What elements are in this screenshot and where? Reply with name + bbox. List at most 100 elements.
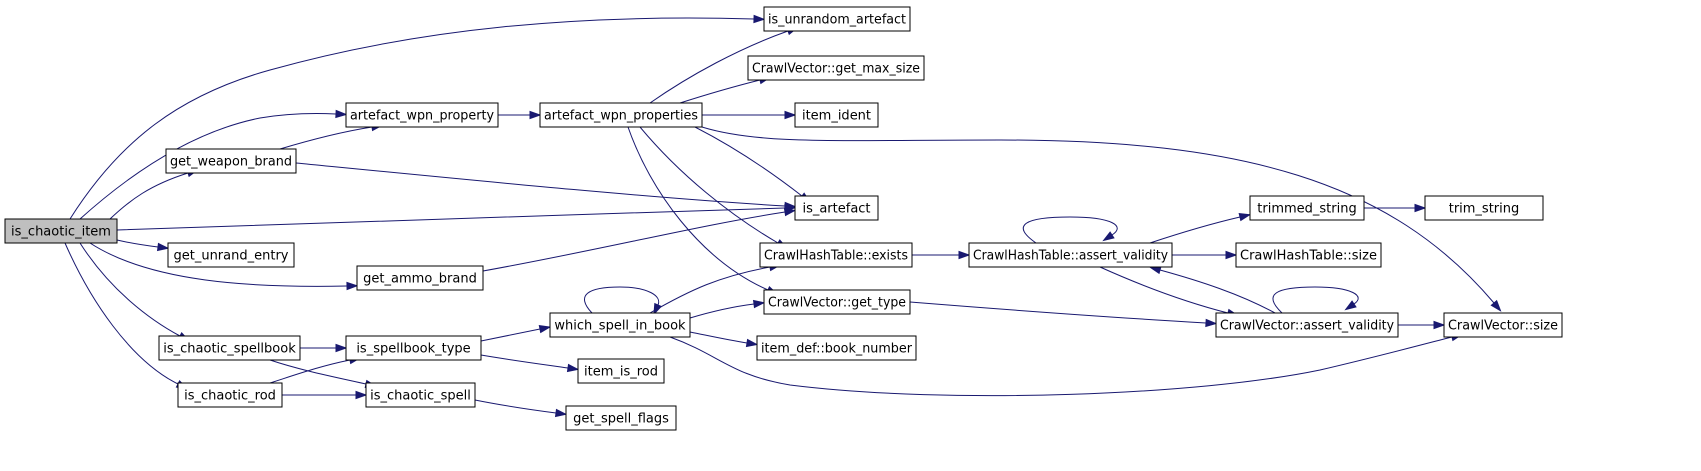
function-node-crawlhashtable-size[interactable]: CrawlHashTable::size <box>1235 242 1382 268</box>
function-node-trimmed-string[interactable]: trimmed_string <box>1249 195 1365 221</box>
node-box <box>577 358 665 384</box>
function-node-is-spellbook-type[interactable]: is_spellbook_type <box>345 335 482 361</box>
function-node-is-chaotic-rod[interactable]: is_chaotic_rod <box>177 382 283 408</box>
call-edge <box>1148 266 1276 314</box>
edge-line <box>279 126 373 150</box>
call-edge <box>89 242 359 291</box>
node-label: trim_string <box>1449 202 1520 217</box>
node-label: item_is_rod <box>584 365 658 380</box>
function-node-get-ammo-brand[interactable]: get_ammo_brand <box>356 265 484 291</box>
call-edge <box>1022 216 1118 244</box>
call-edge <box>1149 213 1252 244</box>
edge-line <box>669 336 1453 397</box>
node-box <box>1249 195 1365 221</box>
edge-arrowhead <box>335 109 348 119</box>
function-node-artefact-wpn-property[interactable]: artefact_wpn_property <box>345 102 499 128</box>
edge-arrowhead <box>1205 318 1218 328</box>
function-node-artefact-wpn-properties[interactable]: artefact_wpn_properties <box>539 102 703 128</box>
call-edge <box>649 262 782 314</box>
function-node-item-ident[interactable]: item_ident <box>794 102 879 128</box>
edge-line <box>269 359 367 385</box>
edge-arrowhead <box>554 408 568 418</box>
function-node-is-unrandom-artefact[interactable]: is_unrandom_artefact <box>763 6 911 32</box>
edge-arrowhead <box>783 207 797 217</box>
edge-arrowhead <box>529 110 542 120</box>
edge-line <box>480 354 569 369</box>
edge-line <box>649 30 789 104</box>
call-edge <box>497 110 542 120</box>
call-edge <box>639 126 788 249</box>
edge-arrowhead <box>1102 231 1115 242</box>
node-label: trimmed_string <box>1257 202 1356 217</box>
edge-line <box>1159 269 1276 314</box>
function-node-item-is-rod[interactable]: item_is_rod <box>577 358 665 384</box>
node-box <box>356 265 484 291</box>
function-node-get-spell-flags[interactable]: get_spell_flags <box>565 405 677 431</box>
edge-line <box>627 126 769 291</box>
function-node-crawlhashtable-assert-validity[interactable]: CrawlHashTable::assert_validity <box>968 242 1173 268</box>
node-box <box>763 6 911 32</box>
node-label: is_chaotic_rod <box>184 389 276 404</box>
node-label: is_unrandom_artefact <box>768 13 906 28</box>
node-box <box>4 218 118 244</box>
call-edge <box>912 250 971 260</box>
function-node-is-chaotic-spell[interactable]: is_chaotic_spell <box>365 382 476 408</box>
function-node-item-def-book-number[interactable]: item_def::book_number <box>756 335 917 361</box>
edge-arrowhead <box>538 324 552 334</box>
node-box <box>165 148 297 174</box>
function-node-is-chaotic-spellbook[interactable]: is_chaotic_spellbook <box>158 335 301 361</box>
function-node-crawlhashtable-exists[interactable]: CrawlHashTable::exists <box>759 242 913 268</box>
function-node-crawlvector-get-max-size[interactable]: CrawlVector::get_max_size <box>747 55 925 81</box>
edge-line <box>689 331 748 344</box>
node-label: is_spellbook_type <box>356 342 470 357</box>
call-edge <box>482 207 797 272</box>
node-label: artefact_wpn_properties <box>544 109 698 124</box>
node-label: CrawlVector::size <box>1448 319 1558 334</box>
edge-line <box>1099 266 1229 314</box>
node-label: get_weapon_brand <box>170 155 292 170</box>
node-label: CrawlHashTable::size <box>1240 249 1377 264</box>
call-edge <box>269 355 362 384</box>
edge-arrowhead <box>1225 250 1238 260</box>
call-edge <box>1397 320 1446 330</box>
edge-arrowhead <box>1238 213 1252 222</box>
edge-line <box>480 328 541 342</box>
node-box <box>177 382 283 408</box>
function-node-is-artefact[interactable]: is_artefact <box>794 195 879 221</box>
node-box <box>549 312 691 338</box>
call-edge <box>79 109 348 220</box>
node-box <box>365 382 476 408</box>
edge-arrowhead <box>346 281 359 291</box>
function-node-which-spell-in-book[interactable]: which_spell_in_book <box>549 312 691 338</box>
call-edge <box>689 331 759 348</box>
function-node-is-chaotic-item[interactable]: is_chaotic_item <box>4 218 118 244</box>
edge-line <box>116 239 159 248</box>
call-edge <box>679 76 772 104</box>
node-label: CrawlHashTable::exists <box>764 249 908 264</box>
node-label: get_unrand_entry <box>173 249 288 264</box>
node-label: get_ammo_brand <box>363 272 477 287</box>
node-box <box>167 242 295 268</box>
edge-arrowhead <box>156 242 170 252</box>
edge-arrowhead <box>753 14 766 24</box>
node-box <box>158 335 301 361</box>
edge-line <box>1022 216 1118 244</box>
edge-line <box>89 242 348 287</box>
node-label: CrawlVector::get_max_size <box>752 62 920 77</box>
edge-arrowhead <box>958 250 971 260</box>
node-label: item_ident <box>802 109 871 124</box>
node-label: which_spell_in_book <box>554 319 686 334</box>
call-edge <box>689 299 766 319</box>
function-node-get-unrand-entry[interactable]: get_unrand_entry <box>167 242 295 268</box>
function-node-get-weapon-brand[interactable]: get_weapon_brand <box>165 148 297 174</box>
edge-line <box>689 303 755 319</box>
node-box <box>968 242 1173 268</box>
edge-arrowhead <box>1344 300 1357 311</box>
edge-line <box>584 286 660 314</box>
function-node-crawlvector-assert-validity[interactable]: CrawlVector::assert_validity <box>1215 312 1399 338</box>
function-node-trim-string[interactable]: trim_string <box>1424 195 1544 221</box>
function-node-crawlvector-get-type[interactable]: CrawlVector::get_type <box>763 289 911 315</box>
call-edge <box>474 399 568 418</box>
node-box <box>756 335 917 361</box>
function-node-crawlvector-size[interactable]: CrawlVector::size <box>1443 312 1563 338</box>
